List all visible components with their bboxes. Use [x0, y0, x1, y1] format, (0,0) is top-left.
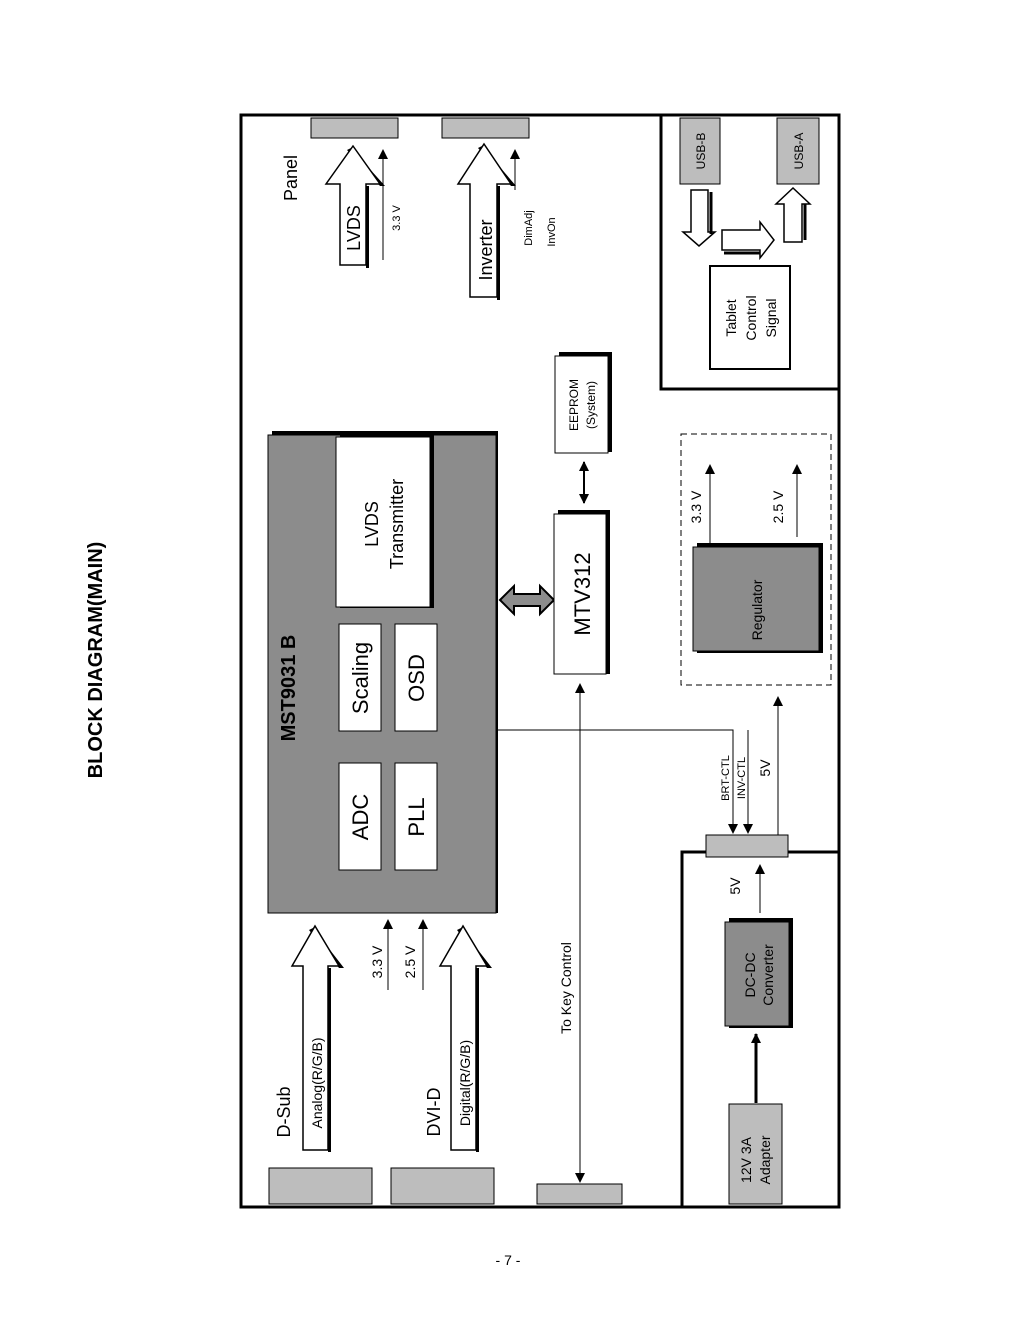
key-control-label: To Key Control	[558, 942, 574, 1034]
adapter-label-2: Adapter	[757, 1135, 773, 1184]
mst9031b-label: MST9031 B	[278, 635, 300, 742]
analog-label: Analog(R/G/B)	[309, 1037, 325, 1128]
mtv312-block	[553, 513, 607, 675]
page-number: - 7 -	[496, 1252, 521, 1268]
eeprom-block	[554, 355, 609, 454]
inverter-arrow	[456, 142, 513, 298]
dvid-label: DVI-D	[424, 1088, 444, 1137]
usb-section-frame	[659, 113, 841, 391]
chip-v33-label: 3.3 V	[369, 945, 385, 978]
inverter-signal-dimadj: DimAdj	[523, 210, 535, 245]
tablet-label-3: Signal	[763, 299, 779, 338]
dcdc-block	[724, 921, 790, 1027]
usb-b-label: USB-B	[694, 133, 708, 170]
tablet-control-box	[709, 265, 791, 370]
pll-block	[394, 762, 438, 871]
inv-ctl-label: INV-CTL	[736, 757, 748, 799]
adapter-block	[728, 1103, 783, 1205]
dsub-connector	[268, 1167, 373, 1205]
inverter-label: Inverter	[476, 219, 496, 280]
digital-arrow	[438, 924, 489, 1151]
v5-bottom-label: 5V	[727, 877, 743, 895]
brt-ctl-label: BRT-CTL	[720, 755, 732, 801]
lvds-label: LVDS	[344, 205, 364, 251]
v5-top-label: 5V	[757, 759, 773, 777]
tablet-label-1: Tablet	[723, 299, 739, 336]
panel-connector-lvds	[310, 117, 399, 139]
regulator-block	[692, 546, 820, 652]
panel-label: Panel	[281, 155, 301, 201]
lvds-transmitter-block	[335, 436, 431, 608]
lvds-voltage-label: 3.3 V	[391, 204, 403, 230]
regulator-group-frame	[680, 433, 832, 686]
usb-a-label: USB-A	[792, 133, 806, 170]
lvds-transmitter-label-1: LVDS	[362, 501, 382, 547]
chip-v25-label: 2.5 V	[402, 945, 418, 978]
eeprom-label-2: (System)	[584, 381, 598, 429]
adapter-label-1: 12V 3A	[738, 1136, 754, 1183]
usb-a-connector	[776, 117, 820, 185]
scaling-label: Scaling	[348, 642, 373, 714]
osd-label: OSD	[404, 654, 429, 702]
brt-ctl-line	[498, 729, 738, 834]
digital-label: Digital(R/G/B)	[457, 1040, 473, 1126]
pll-label: PLL	[404, 797, 429, 836]
inverter-signal-invon: InvOn	[546, 217, 558, 246]
analog-arrow	[290, 924, 341, 1151]
dcdc-label-1: DC-DC	[742, 952, 758, 997]
main-board-frame	[239, 113, 841, 1209]
dvid-connector	[390, 1167, 495, 1205]
mtv312-label: MTV312	[570, 552, 595, 635]
eeprom-label-1: EEPROM	[567, 379, 581, 431]
lvds-arrow	[324, 144, 382, 266]
dcdc-label-2: Converter	[760, 944, 776, 1006]
osd-block	[394, 623, 438, 732]
key-control-connector	[536, 1183, 623, 1205]
dsub-label: D-Sub	[274, 1086, 294, 1137]
page-title: BLOCK DIAGRAM(MAIN)	[85, 542, 107, 779]
regulator-label: Regulator	[749, 579, 765, 640]
regulator-out2-label: 2.5 V	[770, 490, 786, 523]
tablet-label-2: Control	[743, 295, 759, 340]
panel-connector-inverter	[441, 117, 530, 139]
usb-b-down-arrow	[681, 189, 717, 247]
usb-right-arrow	[721, 219, 775, 261]
scaling-block	[338, 623, 382, 732]
chip-mcu-bus-arrow	[498, 583, 556, 617]
power-connector	[705, 834, 789, 858]
adc-label: ADC	[348, 794, 373, 841]
regulator-out1-label: 3.3 V	[688, 490, 704, 523]
lvds-transmitter-label-2: Transmitter	[387, 479, 407, 569]
usb-a-up-arrow	[774, 186, 812, 243]
adc-block	[338, 762, 382, 871]
usb-b-connector	[679, 117, 721, 185]
